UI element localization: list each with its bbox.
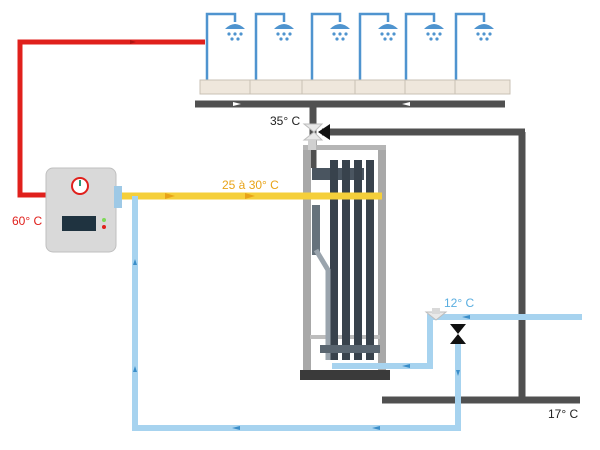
heater-control-screen (62, 216, 96, 231)
shower-drain-channel (199, 79, 511, 95)
shower-head-icon (254, 12, 294, 82)
cold-inlet-pipe (332, 314, 582, 369)
shower-head-icon (205, 12, 245, 82)
shower-head-icon (310, 12, 350, 82)
shower-head-icon (454, 12, 494, 82)
cold-water-pipes (132, 196, 582, 431)
water-heater-icon (45, 167, 122, 253)
hot-water-temp-label: 60° C (12, 214, 43, 228)
mixed-water-temp-label: 35° C (270, 114, 301, 128)
drain-pipes (195, 100, 580, 404)
shower-head-icon (358, 12, 398, 82)
cold-water-temp-label: 12° C (444, 296, 475, 310)
preheated-water-pipe (118, 192, 382, 200)
hot-water-pipe (17, 39, 205, 198)
cold-mixing-valve-icon (424, 308, 448, 321)
check-valve-icon (450, 324, 466, 344)
mixing-valve-icon (302, 123, 330, 150)
cold-supply-to-heater (132, 196, 461, 431)
drain-water-heat-exchanger (300, 145, 390, 380)
preheated-water-temp-label: 25 à 30° C (222, 178, 279, 192)
shower-bank (205, 12, 494, 82)
drain-water-temp-label: 17° C (548, 407, 579, 421)
shower-head-icon (404, 12, 444, 82)
